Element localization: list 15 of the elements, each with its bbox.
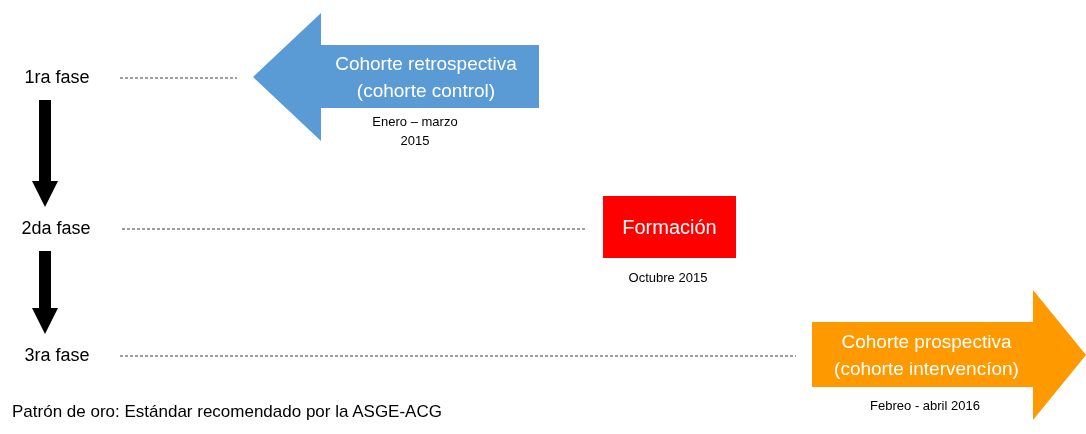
arrow-text: Cohorte prospectiva (cohorte intervencíon): [833, 329, 1020, 381]
date-caption: Febreo - abril 2016: [870, 397, 980, 415]
dashed-connector: [119, 355, 797, 357]
process-box: Formación: [603, 196, 736, 258]
phase-label: 1ra fase: [12, 64, 102, 90]
dashed-connector: [121, 228, 588, 230]
dashed-connector: [119, 77, 238, 79]
date-caption: Enero – marzo 2015: [371, 113, 459, 150]
arrow-text: Cohorte retrospectiva (cohorte control): [334, 51, 518, 103]
date-caption: Octubre 2015: [627, 269, 709, 287]
footnote: Patrón de oro: Estándar recomendado por la ASGE-ACG: [12, 402, 442, 422]
phase-label: 2da fase: [8, 215, 104, 241]
phase-label: 3ra fase: [12, 342, 102, 368]
arrow: [32, 251, 58, 334]
arrow: [32, 100, 58, 207]
